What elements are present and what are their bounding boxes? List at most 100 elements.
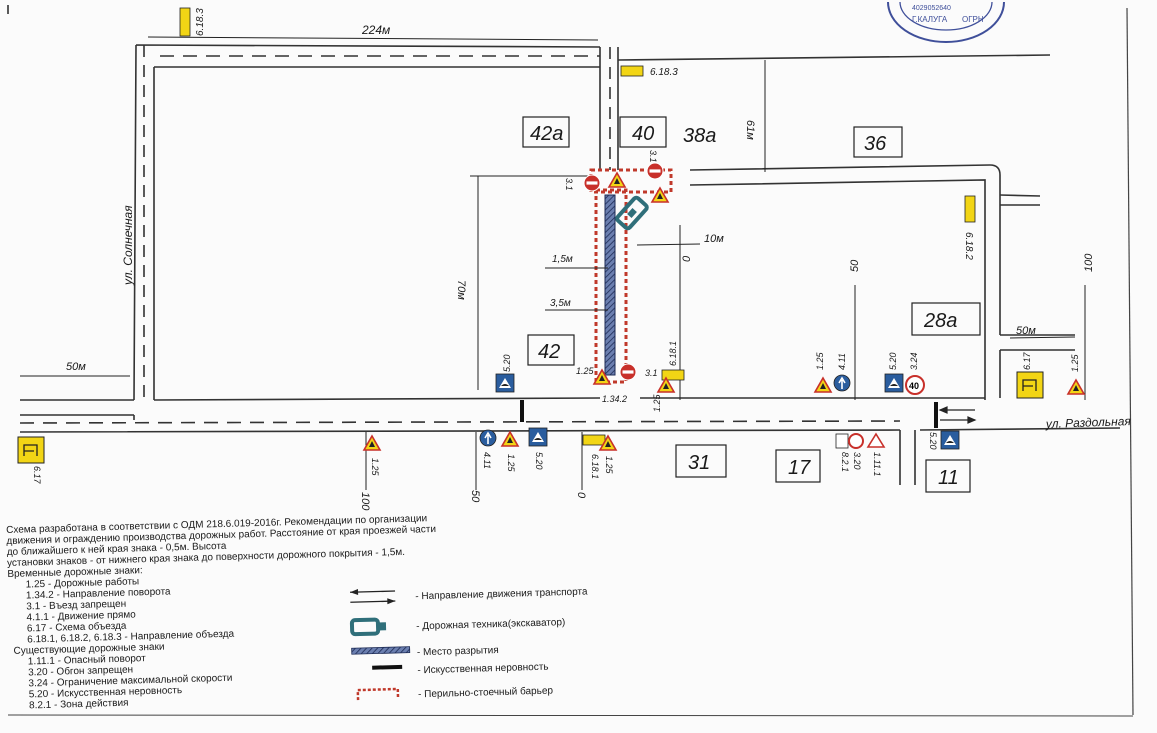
dim-3-5: 3,5м xyxy=(550,298,571,309)
straight-sign-4-11-east: 4.11 xyxy=(833,353,851,392)
svg-text:3.24: 3.24 xyxy=(909,352,919,370)
excavator-icon xyxy=(615,195,649,231)
svg-text:4.11: 4.11 xyxy=(837,353,847,370)
sign-6-18-1-south: 6.18.1 1.25 xyxy=(582,434,617,479)
traffic-direction-arrows xyxy=(938,406,977,424)
road-works-sign-top xyxy=(608,172,626,188)
svg-text:1.25: 1.25 xyxy=(652,393,662,412)
legend-dig-hatch xyxy=(351,646,411,655)
svg-text:3.20: 3.20 xyxy=(852,452,862,470)
dim-50-east: 50м xyxy=(1016,325,1036,337)
house-42: 42 xyxy=(538,341,560,363)
house-40: 40 xyxy=(632,123,654,145)
legend-barrier xyxy=(356,687,400,701)
svg-text:1.25: 1.25 xyxy=(1070,353,1080,372)
zone-sign-8-2-1: 3.20 8.2.1 1.11.1 xyxy=(835,432,886,476)
road-network xyxy=(19,44,1121,485)
legend-bump-label: - Искусственная неровность xyxy=(417,661,549,677)
bump-sign-5-20-south-east: 5.20 xyxy=(928,430,960,450)
road-works-sign-top-right xyxy=(651,187,669,203)
dim-70: 70м xyxy=(455,280,467,300)
house-17: 17 xyxy=(788,457,811,479)
sign-6-18-3-right: 6.18.3 xyxy=(620,65,678,78)
dim-61: 61м xyxy=(744,120,756,140)
dig-trench xyxy=(604,194,616,376)
legend-barrier-label: - Перильно-стоечный барьер xyxy=(417,685,554,701)
street-razdolnaya: ул. Раздольная xyxy=(1045,414,1132,431)
svg-text:4.11: 4.11 xyxy=(482,452,492,469)
svg-text:1.25: 1.25 xyxy=(815,351,825,370)
svg-text:8.2.1: 8.2.1 xyxy=(840,452,850,472)
svg-text:6.17: 6.17 xyxy=(1022,351,1032,370)
dim-10: 10м xyxy=(704,233,724,245)
svg-text:6.18.1: 6.18.1 xyxy=(668,341,678,366)
stamp-number: 4029052640 xyxy=(912,5,951,12)
bump-sign-5-20-left: 5.20 xyxy=(495,354,515,393)
road-works-sign-south: 1.25 xyxy=(501,431,519,473)
dist-100-bottom: 100 xyxy=(359,492,371,511)
dim-1-5: 1,5м xyxy=(552,254,573,265)
no-entry-sign-bottom: 3.1 xyxy=(619,363,658,381)
bump-sign-5-20-east: 5.20 xyxy=(884,352,904,393)
road-works-sign-east: 1.25 xyxy=(814,351,832,393)
legend-direction-label: - Направление движения транспорта xyxy=(415,586,588,603)
svg-text:3.1: 3.1 xyxy=(648,150,658,163)
bump-sign-5-20-south: 5.20 xyxy=(528,427,548,470)
frame-right-edge xyxy=(1126,7,1134,716)
legend-dig-label: - Место разрытия xyxy=(416,645,499,659)
stamp-ogrn: ОГРН xyxy=(962,15,984,24)
road-works-sign-south-west: 1.25 xyxy=(363,435,381,477)
sign-6-18-3-top: 6.18.3 xyxy=(179,7,206,37)
no-entry-sign-left: 3.1 xyxy=(564,174,601,192)
dist-50-bottom: 50 xyxy=(469,490,481,503)
house-28a: 28а xyxy=(923,310,957,332)
road-works-sign-far-east: 1.25 xyxy=(1067,353,1085,395)
svg-text:6.18.3: 6.18.3 xyxy=(195,8,206,36)
scheme-sign-6-17-east: 6.17 xyxy=(1016,351,1044,399)
svg-text:40: 40 xyxy=(909,381,919,391)
frame-bottom-edge xyxy=(7,714,1134,717)
dist-50-top: 50 xyxy=(849,259,861,272)
svg-text:5.20: 5.20 xyxy=(502,354,512,372)
sign-6-18-2: 6.18.2 xyxy=(963,195,976,260)
scheme-sign-6-17-west: 6.17 xyxy=(17,436,45,485)
svg-text:6.18.1: 6.18.1 xyxy=(590,454,600,479)
stamp-city: Г.КАЛУГА xyxy=(912,15,948,24)
dim-50-west: 50м xyxy=(66,361,86,373)
dist-0-top: 0 xyxy=(681,255,693,262)
house-36: 36 xyxy=(864,133,887,155)
straight-sign-4-11-south: 4.11 xyxy=(479,429,497,469)
sign-6-18-1-bottom: 6.18.1 1.25 xyxy=(652,341,685,412)
svg-text:6.17: 6.17 xyxy=(32,466,42,485)
svg-text:6.18.3: 6.18.3 xyxy=(650,67,678,78)
svg-text:6.18.2: 6.18.2 xyxy=(963,232,974,260)
svg-text:5.20: 5.20 xyxy=(534,452,544,470)
svg-text:3.1: 3.1 xyxy=(564,178,574,191)
house-labels: 42а 40 38а 36 42 28а 31 17 11 xyxy=(522,116,981,493)
street-solnechnaya: ул. Солнечная xyxy=(121,205,135,286)
svg-text:1.25: 1.25 xyxy=(576,366,595,376)
svg-text:1.34.2: 1.34.2 xyxy=(602,394,627,404)
house-11: 11 xyxy=(938,467,959,489)
svg-text:3.1: 3.1 xyxy=(645,368,658,378)
svg-text:5.20: 5.20 xyxy=(888,352,898,370)
no-entry-sign-right: 3.1 xyxy=(646,150,664,180)
legend-machine-label: - Дорожная техника(экскаватор) xyxy=(416,617,566,633)
dim-224: 224м xyxy=(361,23,390,37)
symbol-legend: - Направление движения транспорта - Доро… xyxy=(355,577,659,715)
dist-0-bottom: 0 xyxy=(575,492,587,499)
legend-bump-bar xyxy=(372,664,403,670)
legend-symbols xyxy=(349,589,411,701)
svg-text:1.25: 1.25 xyxy=(506,454,516,473)
svg-text:1.25: 1.25 xyxy=(370,458,380,477)
road-works-sign-bottom: 1.25 1.34.2 xyxy=(576,366,627,404)
organization-stamp: 4029052640 Г.КАЛУГА ОГРН xyxy=(887,1,1005,43)
svg-text:5.20: 5.20 xyxy=(928,432,938,450)
svg-text:1.11.1: 1.11.1 xyxy=(872,452,882,476)
legend-excavator-icon xyxy=(349,617,387,637)
legend-direction-arrows xyxy=(350,589,396,605)
svg-text:1.25: 1.25 xyxy=(604,456,614,475)
speed-limit-sign-3-24: 40 3.24 xyxy=(905,352,925,395)
house-38a: 38а xyxy=(683,125,716,147)
